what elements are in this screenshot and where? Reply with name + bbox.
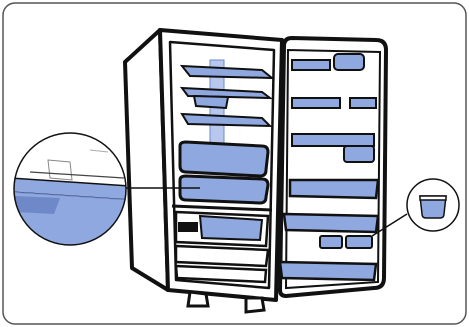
door-bin xyxy=(292,98,376,108)
drawer xyxy=(180,142,268,176)
fridge-door xyxy=(280,38,386,296)
door-bin xyxy=(280,262,376,280)
door-bin xyxy=(290,180,378,198)
fridge-body xyxy=(125,30,282,312)
crisper-drawer xyxy=(180,176,268,203)
